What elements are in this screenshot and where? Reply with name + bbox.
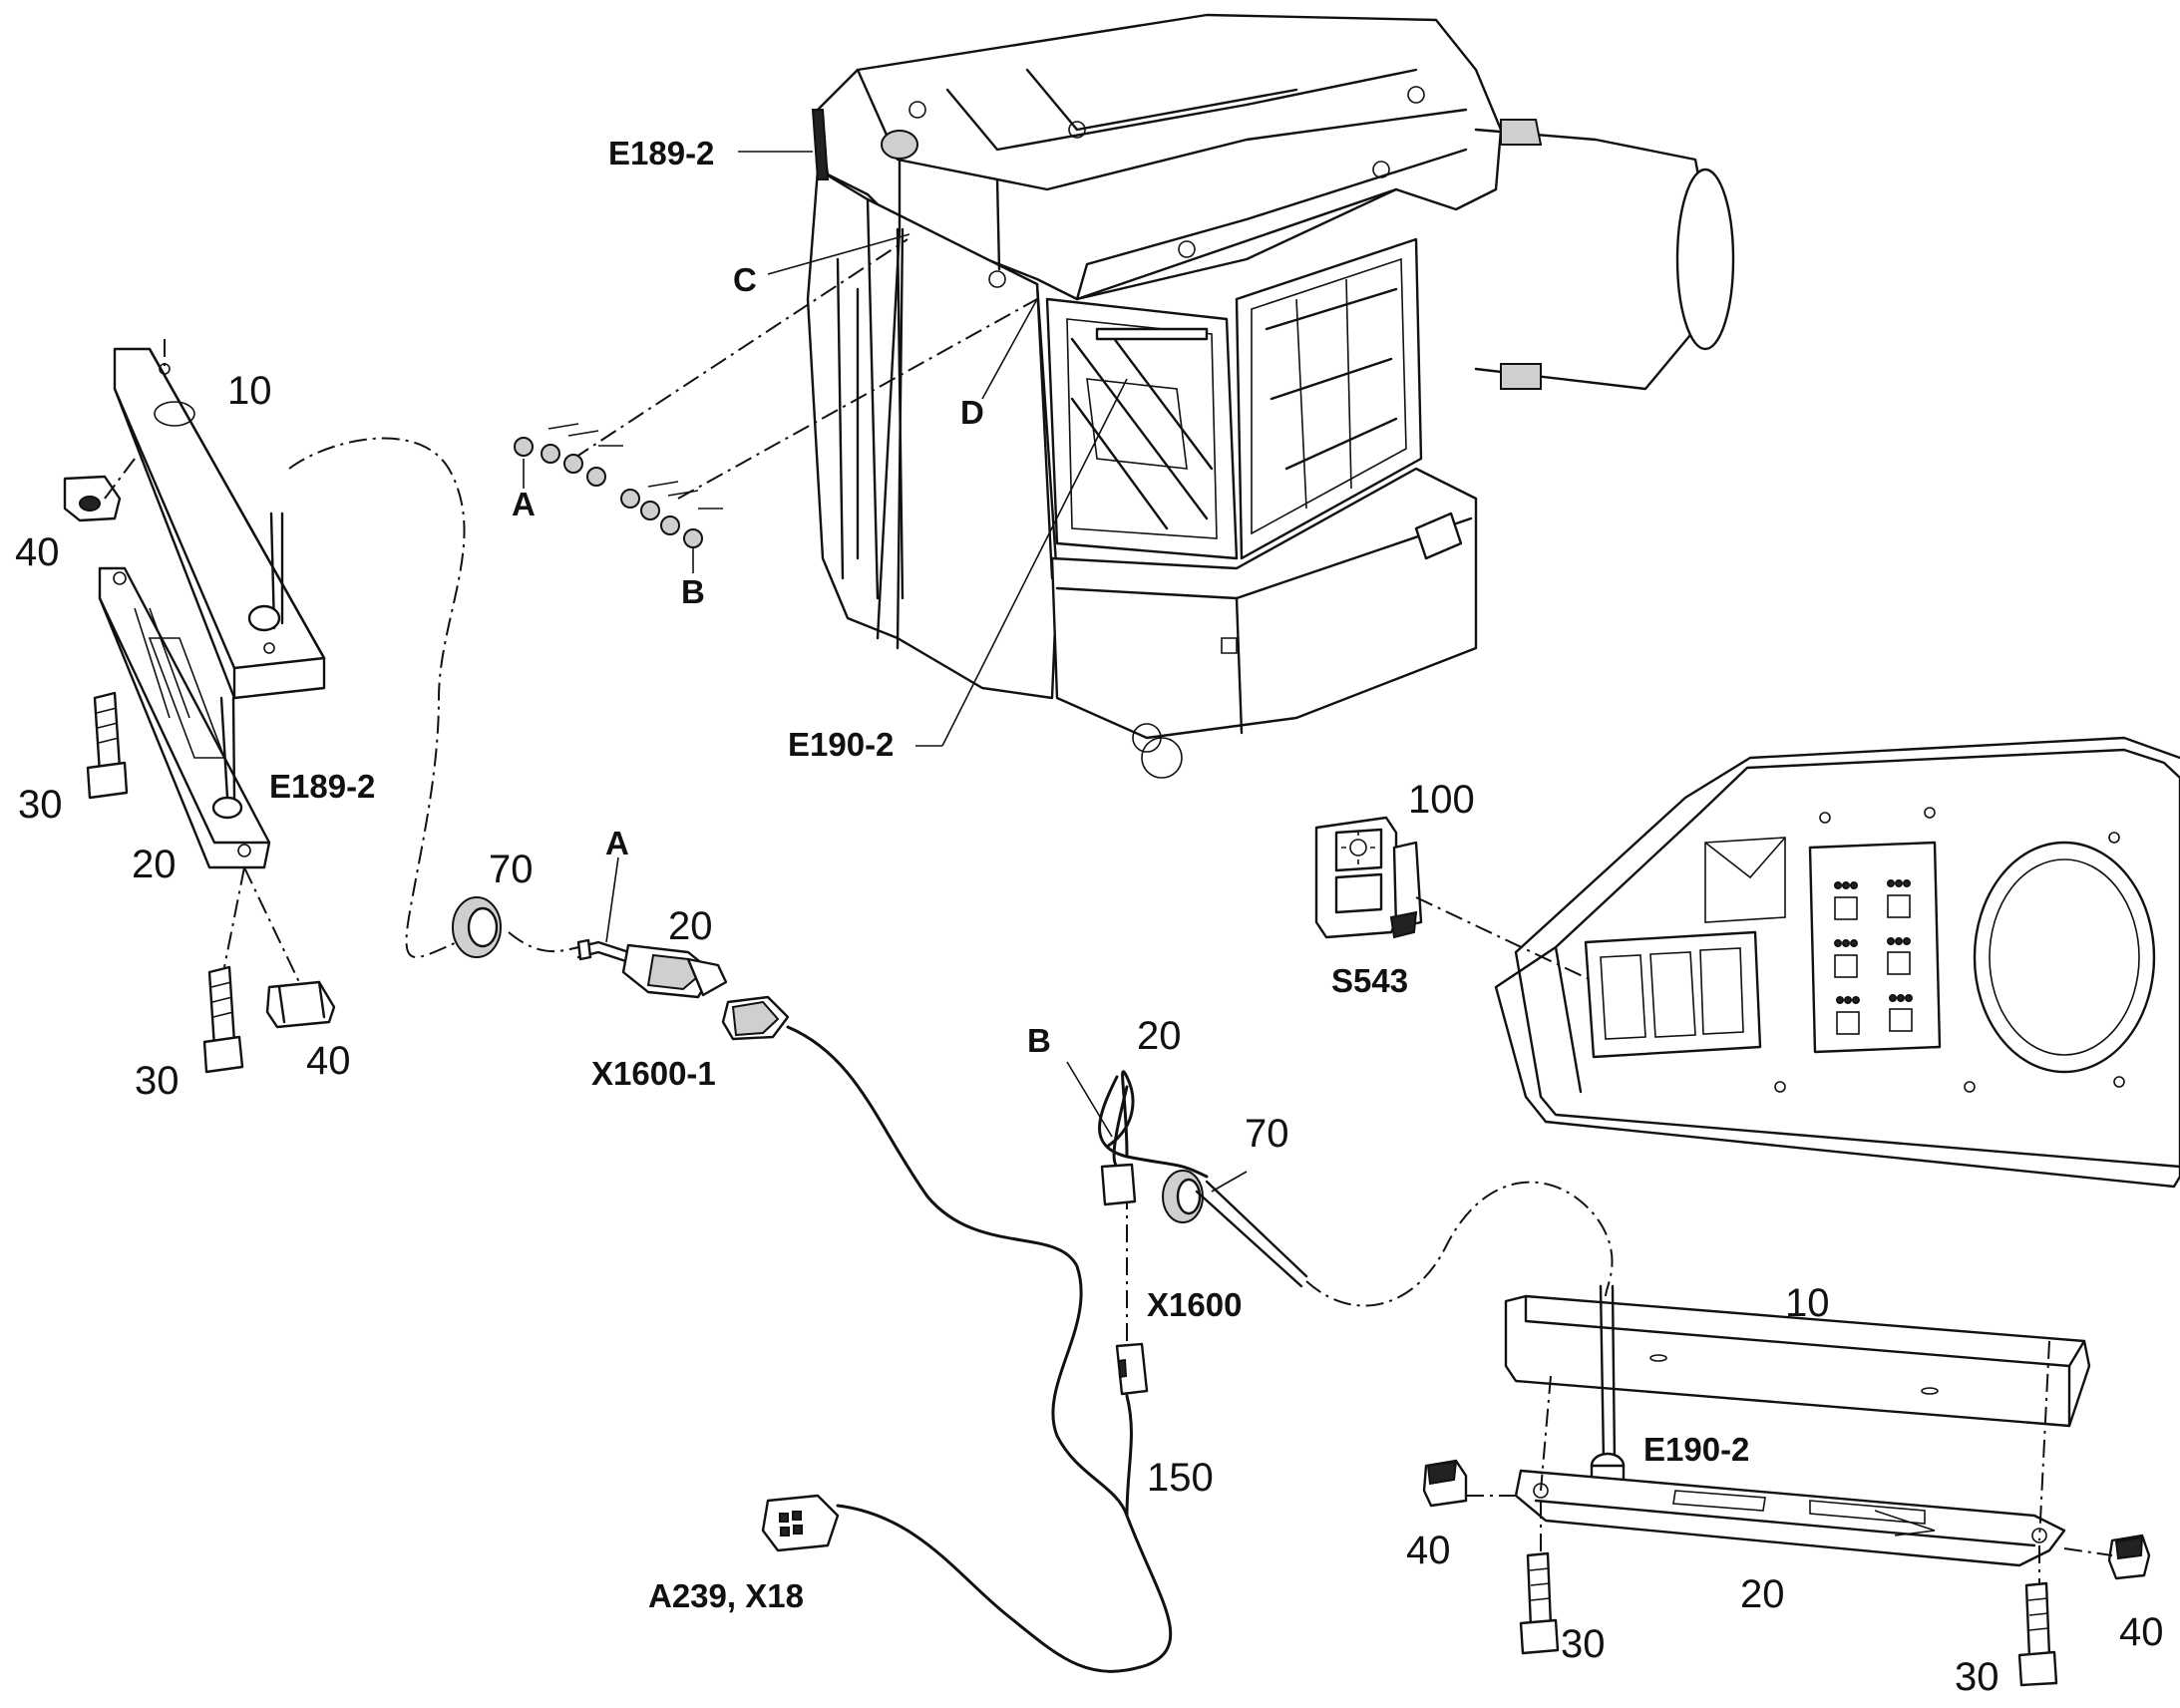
label-30-left-top: 30	[18, 783, 63, 827]
label-10-right: 10	[1785, 1281, 1830, 1325]
loop-b-assembly	[1066, 1061, 1614, 1307]
label-s543: S543	[1331, 962, 1408, 999]
machine-cab	[806, 13, 1735, 779]
cable-harness-150	[761, 1025, 1173, 1673]
cab-leaders	[572, 151, 1128, 747]
switch-s543	[1314, 816, 1607, 988]
grommet-left	[452, 896, 579, 958]
label-e189-2-top: E189-2	[608, 135, 714, 171]
label-d: D	[960, 394, 984, 431]
connector-x1600-1	[576, 856, 790, 1041]
work-light-icon	[1341, 831, 1375, 864]
label-a239-x18: A239, X18	[648, 1577, 804, 1614]
label-e190-2-right: E190-2	[1643, 1431, 1749, 1468]
label-20-mid: 20	[668, 904, 713, 948]
label-b-mid: B	[1027, 1022, 1051, 1059]
label-30-right-left: 30	[1561, 1622, 1606, 1666]
left-light-assembly	[63, 339, 470, 1074]
label-100: 100	[1408, 778, 1475, 822]
label-40-left-top: 40	[15, 530, 60, 574]
label-c: C	[733, 261, 757, 298]
dashboard-panel	[1494, 736, 2180, 1189]
label-a-top: A	[512, 486, 536, 522]
label-b-top: B	[681, 573, 705, 610]
label-x1600: X1600	[1147, 1286, 1242, 1323]
label-e189-2-left: E189-2	[269, 768, 375, 805]
part-labels: E189-2 C D A B E190-2 10 40 30 E189-2 20…	[15, 135, 2164, 1699]
label-70-mid: 70	[1245, 1112, 1289, 1156]
label-70-left: 70	[489, 848, 534, 891]
label-40-right-left: 40	[1406, 1529, 1451, 1572]
label-x1600-1: X1600-1	[591, 1055, 716, 1092]
label-a-mid: A	[605, 825, 629, 861]
label-30-left-bottom: 30	[135, 1059, 180, 1103]
fastener-set-b	[620, 481, 723, 573]
right-light-assembly	[1422, 1284, 2151, 1687]
label-150: 150	[1147, 1456, 1214, 1500]
label-20-mid2: 20	[1137, 1014, 1182, 1058]
label-30-right-right: 30	[1955, 1655, 1999, 1699]
label-10-left: 10	[227, 369, 272, 413]
label-40-left-bottom: 40	[306, 1039, 351, 1083]
label-20-right: 20	[1740, 1572, 1785, 1616]
fastener-set-a	[514, 423, 623, 489]
label-40-right-right: 40	[2119, 1610, 2164, 1654]
label-20-left: 20	[132, 843, 177, 886]
label-e190-2-cab: E190-2	[788, 726, 894, 763]
